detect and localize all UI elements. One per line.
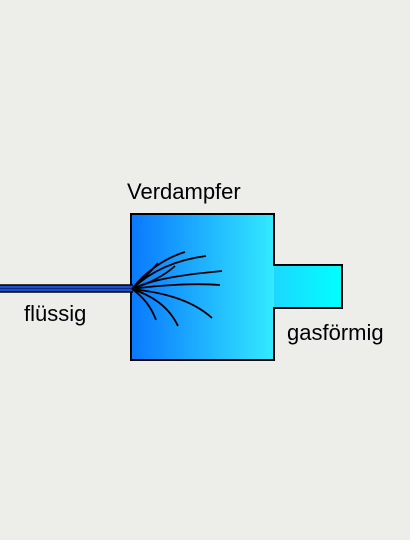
inlet-label: flüssig [24, 301, 86, 326]
inlet-pipe [0, 284, 133, 293]
evaporator-outline [130, 213, 343, 361]
evaporator-label: Verdampfer [127, 179, 241, 204]
outlet-label: gasförmig [287, 320, 384, 345]
outlet-pipe-fill [272, 265, 342, 308]
spray-lines [131, 251, 223, 327]
